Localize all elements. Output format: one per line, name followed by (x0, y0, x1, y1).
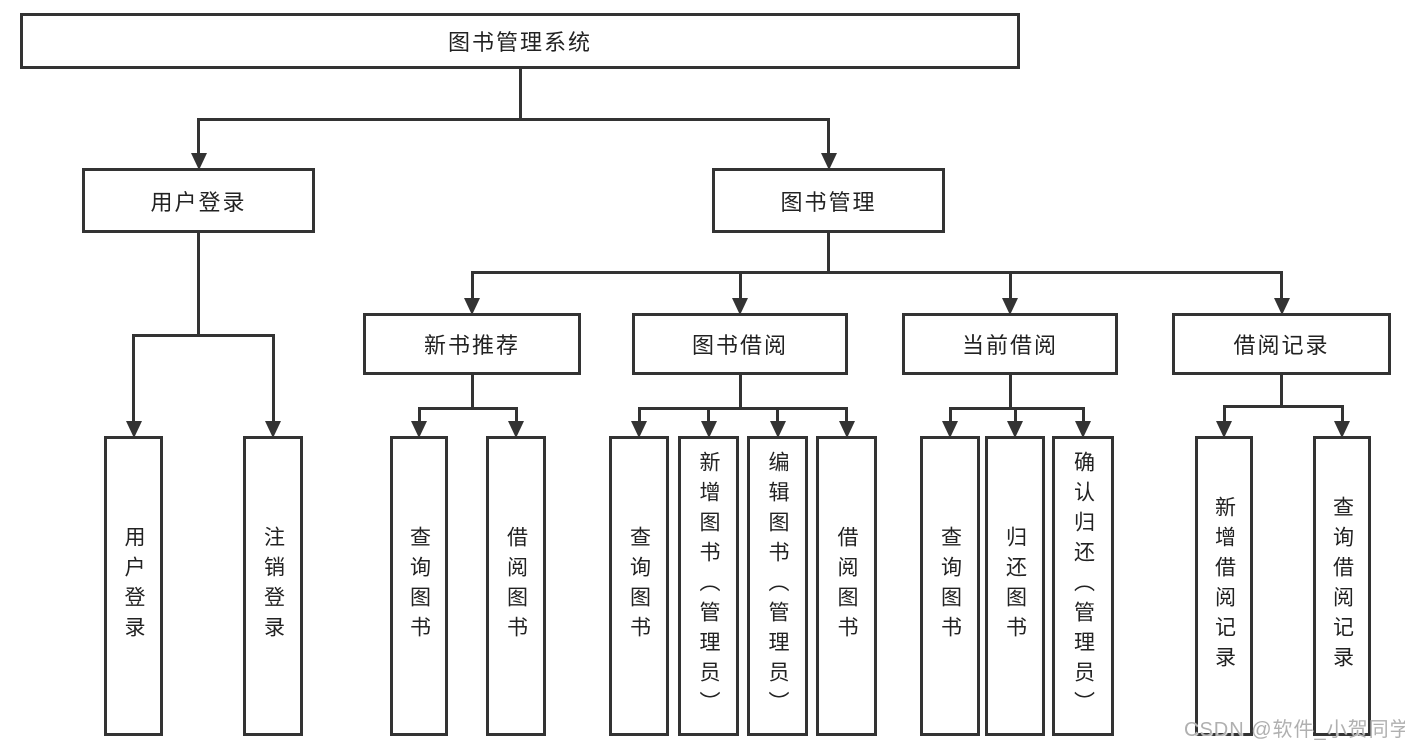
arrowhead-icon (838, 421, 855, 438)
arrowhead-icon (732, 298, 748, 315)
node-label: 注销登录 (261, 526, 285, 646)
arrowhead-icon (700, 421, 717, 438)
node-label: 图书管理系统 (447, 30, 592, 55)
node-label: 图书管理 (780, 189, 877, 215)
connector-line (637, 408, 641, 422)
arrowhead-icon (190, 153, 207, 170)
node-label: 用户登录 (150, 189, 247, 215)
connector-line (470, 373, 474, 408)
node-login: 用户登录 (82, 168, 315, 233)
node-login-logout: 注销登录 (243, 436, 303, 736)
arrowhead-icon (265, 421, 281, 438)
connector-line (1280, 373, 1283, 406)
watermark: CSDN @软件_小贺同学 (1184, 719, 1405, 741)
node-records-add: 新增借阅记录 (1195, 436, 1253, 736)
connector-line (470, 272, 474, 299)
connector-line (271, 335, 275, 422)
connector-line (417, 406, 518, 410)
connector-line (1081, 408, 1085, 422)
arrowhead-icon (464, 298, 480, 315)
node-borrow-query: 查询图书 (609, 436, 669, 736)
node-label: 借阅图书 (504, 526, 528, 646)
connector-line (1008, 373, 1012, 408)
node-label: 查询图书 (938, 526, 962, 646)
arrowhead-icon (1002, 298, 1018, 315)
arrowhead-icon (1007, 421, 1023, 438)
node-label: 借阅图书 (835, 526, 858, 646)
node-current-return: 归还图书 (985, 436, 1045, 736)
connector-line (132, 333, 275, 337)
node-label: 图书借阅 (691, 333, 788, 358)
connector-line (132, 335, 135, 422)
connector-line (518, 67, 522, 119)
connector-line (776, 408, 779, 422)
node-current-confirm: 确认归还（管理员） (1052, 436, 1114, 736)
node-label: 查询图书 (627, 526, 651, 646)
node-borrow-edit: 编辑图书（管理员） (747, 436, 808, 736)
node-label: 归还图书 (1003, 526, 1027, 646)
connector-line (470, 270, 1283, 274)
connector-line (1340, 406, 1344, 422)
connector-line (1008, 272, 1012, 299)
arrowhead-icon (942, 421, 958, 438)
node-label: 查询图书 (407, 526, 431, 646)
node-label: 查询借阅记录 (1330, 496, 1354, 676)
arrowhead-icon (1334, 421, 1350, 438)
arrowhead-icon (1216, 421, 1232, 438)
arrowhead-icon (631, 421, 647, 438)
arrowhead-icon (411, 421, 427, 438)
node-borrow-add: 新增图书（管理员） (678, 436, 739, 736)
node-current: 当前借阅 (902, 313, 1118, 375)
node-label: 新增借阅记录 (1212, 496, 1236, 676)
node-label: 新书推荐 (423, 333, 520, 358)
arrowhead-icon (820, 153, 837, 170)
node-label: 用户登录 (122, 526, 145, 646)
connector-line (197, 119, 200, 154)
connector-line (948, 406, 1085, 410)
node-records: 借阅记录 (1172, 313, 1391, 375)
node-label: 编辑图书（管理员） (766, 451, 789, 721)
node-rec-borrow: 借阅图书 (486, 436, 546, 736)
node-rec-query: 查询图书 (390, 436, 448, 736)
connector-line (707, 408, 710, 422)
connector-line (738, 373, 742, 408)
node-borrow-lend: 借阅图书 (816, 436, 877, 736)
connector-line (948, 408, 952, 422)
node-borrow: 图书借阅 (632, 313, 848, 375)
connector-line (1013, 408, 1017, 422)
connector-line (417, 408, 421, 422)
node-rec: 新书推荐 (363, 313, 581, 375)
node-label: 借阅记录 (1233, 333, 1330, 358)
connector-line (514, 408, 518, 422)
arrowhead-icon (508, 421, 524, 438)
node-records-query: 查询借阅记录 (1313, 436, 1371, 736)
connector-line (197, 231, 200, 335)
connector-line (827, 119, 830, 154)
node-current-query: 查询图书 (920, 436, 980, 736)
node-label: 确认归还（管理员） (1071, 451, 1095, 721)
connector-line (637, 406, 848, 410)
arrowhead-icon (1273, 298, 1290, 315)
node-login-user: 用户登录 (104, 436, 163, 736)
node-label: 当前借阅 (961, 333, 1058, 358)
connector-line (738, 272, 742, 299)
node-root: 图书管理系统 (20, 13, 1020, 69)
connector-line (827, 231, 830, 272)
node-mgmt: 图书管理 (712, 168, 945, 233)
node-label: 新增图书（管理员） (697, 451, 720, 721)
connector-line (1222, 404, 1344, 408)
connector-line (197, 117, 830, 121)
connector-line (1222, 406, 1226, 422)
connector-line (845, 408, 848, 422)
arrowhead-icon (1075, 421, 1091, 438)
arrowhead-icon (769, 421, 786, 438)
connector-line (1280, 272, 1283, 299)
arrowhead-icon (125, 421, 142, 438)
